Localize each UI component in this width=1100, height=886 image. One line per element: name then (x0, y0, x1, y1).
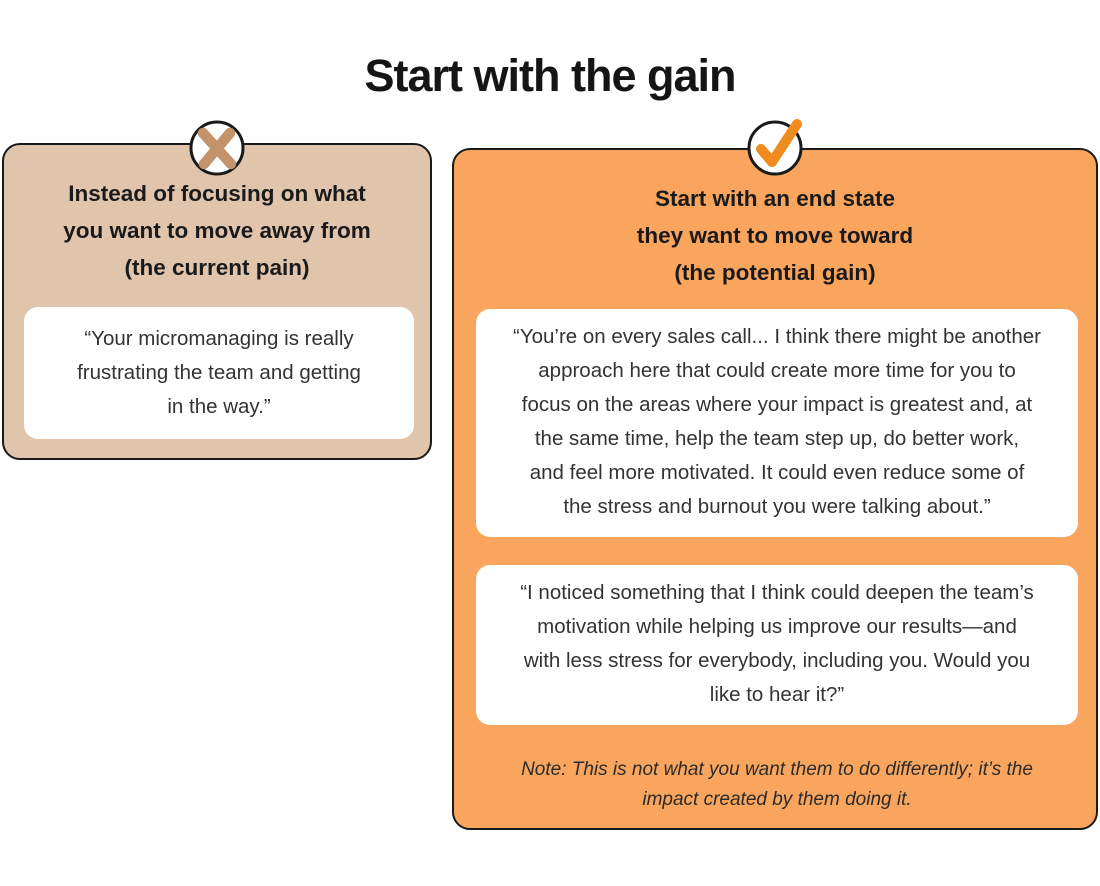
heading-line: (the current pain) (124, 255, 310, 280)
quote-line: “Your micromanaging is really (84, 327, 354, 350)
quote-line: like to hear it?” (709, 683, 845, 706)
x-mark-icon (189, 120, 245, 176)
quote-line: in the way.” (167, 395, 271, 418)
note-line: Note: This is not what you want them to … (521, 759, 1033, 780)
heading-line: Start with an end state (654, 186, 896, 211)
page-title: Start with the gain (364, 50, 736, 101)
heading-line: (the potential gain) (674, 260, 876, 285)
quote-line: motivation while helping us improve our … (537, 615, 1017, 638)
dont-card: Instead of focusing on what you want to … (2, 120, 432, 460)
do-card: Start with an end state they want to mov… (452, 119, 1098, 830)
quote-line: “You’re on every sales call... I think t… (513, 325, 1041, 348)
heading-line: Instead of focusing on what (68, 181, 366, 206)
dont-card-heading: Instead of focusing on what you want to … (4, 175, 430, 286)
do-card-note: Note: This is not what you want them to … (476, 755, 1078, 815)
quote-line: approach here that could create more tim… (538, 359, 1016, 382)
quote-line: focus on the areas where your impact is … (521, 393, 1033, 416)
quote-line: the stress and burnout you were talking … (563, 495, 991, 518)
heading-line: you want to move away from (63, 218, 371, 243)
dont-quote-box: “Your micromanaging is really frustratin… (24, 307, 414, 439)
heading-line: they want to move toward (636, 223, 914, 248)
quote-line: “I noticed something that I think could … (520, 581, 1034, 604)
quote-line: and feel more motivated. It could even r… (529, 461, 1025, 484)
quote-line: frustrating the team and getting (77, 361, 361, 384)
quote-line: with less stress for everybody, includin… (523, 649, 1031, 672)
do-quote-box-1: “You’re on every sales call... I think t… (476, 309, 1078, 537)
quote-line: the same time, help the team step up, do… (534, 427, 1020, 450)
note-line: impact created by them doing it. (642, 789, 912, 810)
do-quote-box-2: “I noticed something that I think could … (476, 565, 1078, 725)
do-card-heading: Start with an end state they want to mov… (454, 180, 1096, 291)
check-mark-icon (747, 119, 803, 176)
